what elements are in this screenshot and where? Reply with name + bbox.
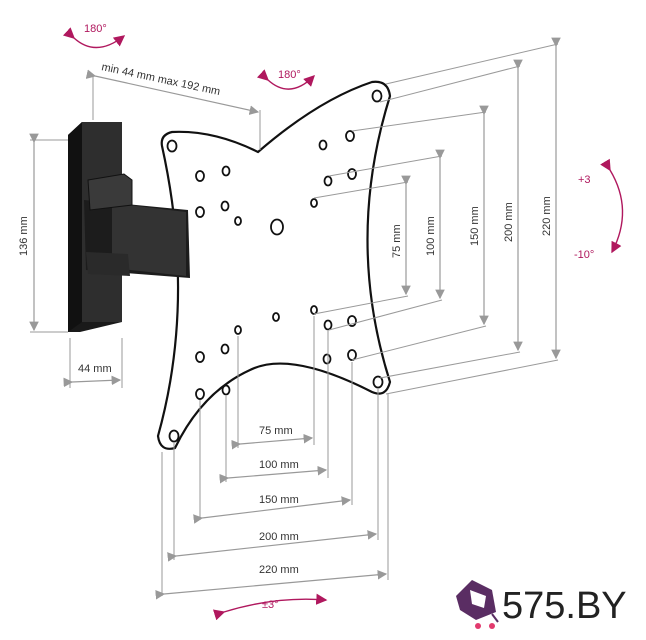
swing-arm bbox=[84, 173, 190, 278]
arm-extension-label: min 44 mm max 192 mm bbox=[100, 61, 221, 98]
wall-plate-height-label: 136 mm bbox=[18, 216, 30, 256]
level-adjust-label: ±3° bbox=[262, 599, 279, 611]
horizontal-100-label: 100 mm bbox=[259, 459, 299, 471]
vertical-220-label: 220 mm bbox=[541, 196, 553, 236]
tilt-down-label: -10° bbox=[574, 249, 594, 261]
vertical-150-label: 150 mm bbox=[469, 206, 481, 246]
rotation-arrows bbox=[62, 27, 624, 621]
vesa-plate bbox=[156, 80, 392, 450]
vertical-100-label: 100 mm bbox=[425, 216, 437, 256]
horizontal-75-label: 75 mm bbox=[259, 425, 293, 437]
arm-swivel-label: 180° bbox=[84, 23, 107, 35]
horizontal-150-label: 150 mm bbox=[259, 494, 299, 506]
horizontal-200-label: 200 mm bbox=[259, 531, 299, 543]
plate-swivel-label: 180° bbox=[278, 69, 301, 81]
vertical-75-label: 75 mm bbox=[391, 224, 403, 258]
brand-name: 575.BY bbox=[502, 585, 627, 627]
vertical-200-label: 200 mm bbox=[503, 202, 515, 242]
horizontal-220-label: 220 mm bbox=[259, 564, 299, 576]
dimension-lines bbox=[29, 37, 561, 600]
cart-icon bbox=[456, 580, 499, 629]
brand-logo: 575.BY bbox=[456, 580, 627, 629]
tilt-up-label: +3 bbox=[578, 174, 591, 186]
wall-plate-width-label: 44 mm bbox=[78, 363, 112, 375]
